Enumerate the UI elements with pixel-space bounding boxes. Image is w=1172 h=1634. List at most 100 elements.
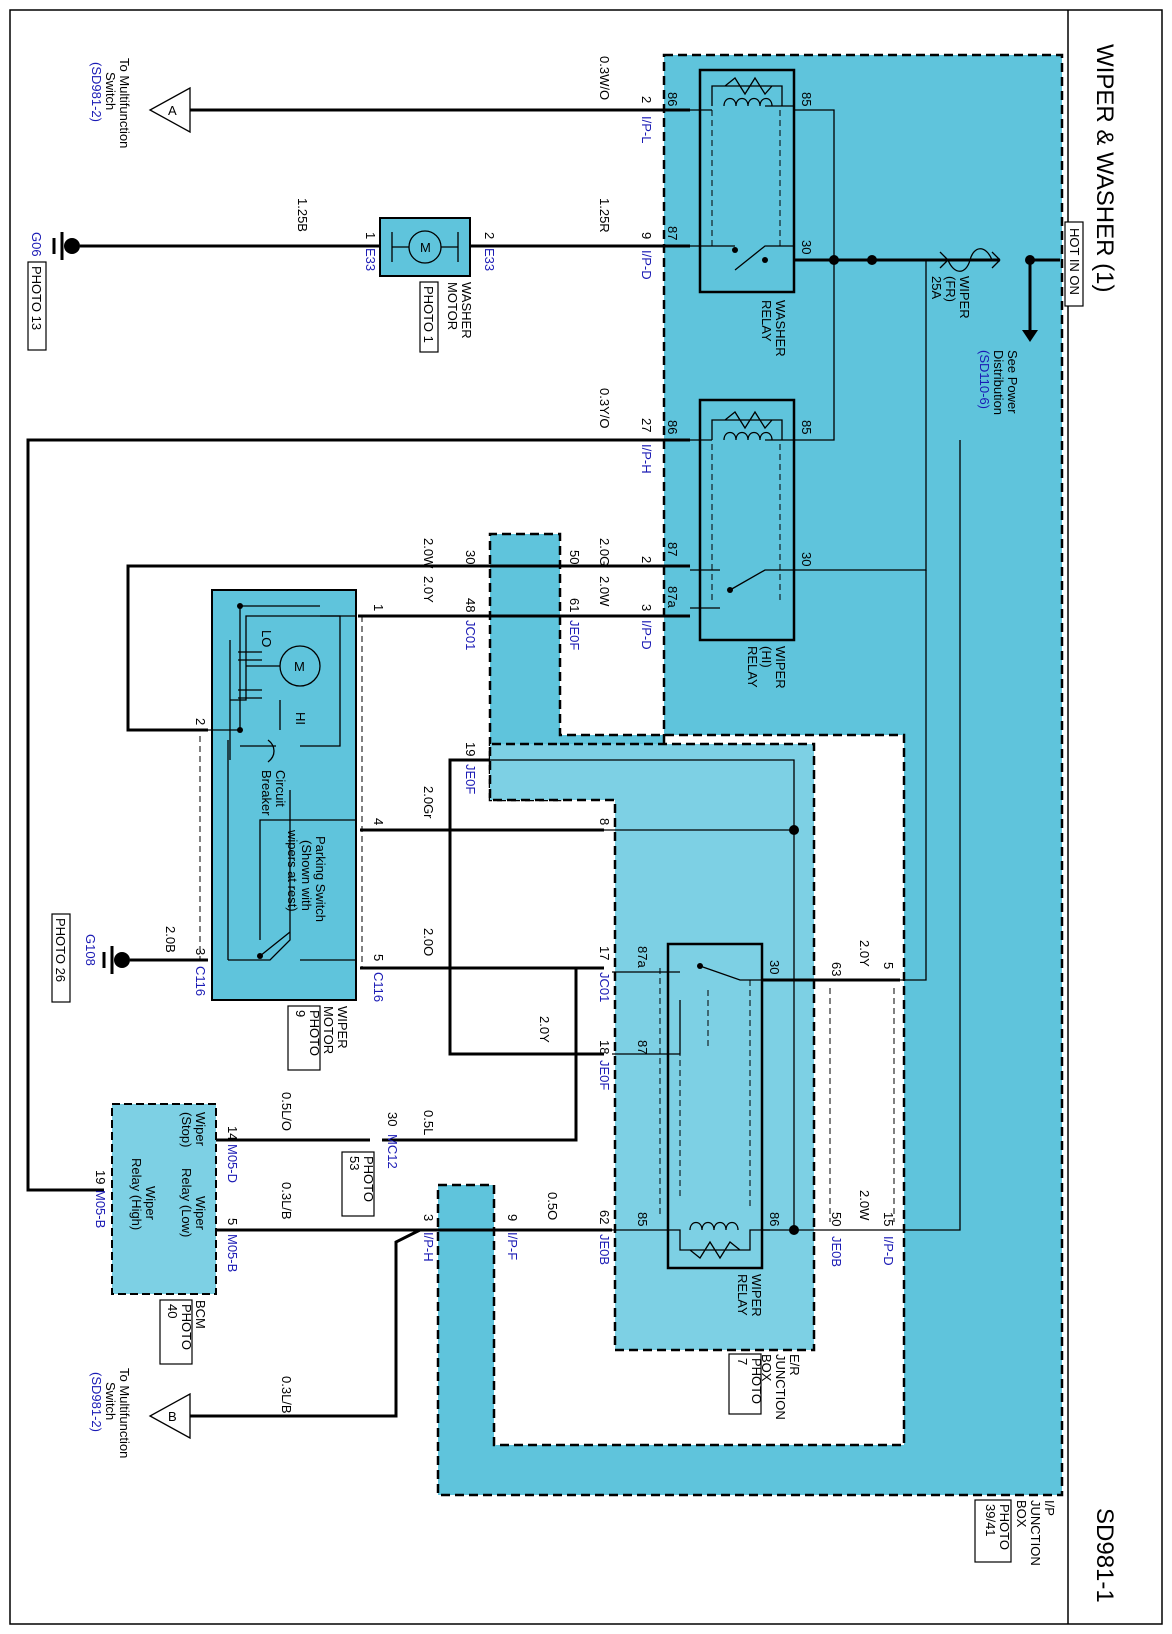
er-junction-box-photo-tag	[728, 1353, 762, 1415]
svg-text:40: 40	[165, 1304, 180, 1318]
svg-text:JUNCTION: JUNCTION	[773, 1354, 788, 1420]
pin-30: 30	[463, 550, 478, 564]
wiper-hi-relay-pin-87: 87	[665, 542, 680, 556]
junction-dot-8	[789, 825, 799, 835]
parking-switch-label: Parking Switch (Shown with wipers at res…	[285, 829, 328, 922]
pin-19: 19	[463, 742, 478, 756]
svg-text:(HI): (HI)	[759, 646, 774, 668]
pin-9-ipf: 9	[505, 1214, 520, 1221]
svg-text:I/P: I/P	[1042, 1500, 1057, 1516]
hot-in-on-label: HOT IN ON	[1067, 228, 1082, 295]
wiper-hi-relay-pin-86: 86	[665, 420, 680, 434]
page-title: WIPER & WASHER (1)	[1091, 44, 1118, 292]
ip-junction-box-label: I/P JUNCTION BOX	[1014, 1500, 1057, 1566]
er-junction-box-photo: PHOTO 7	[735, 1358, 764, 1404]
connector-ipd-hi: I/P-D	[639, 620, 654, 650]
pin-15: 15	[881, 1212, 896, 1226]
washer-relay-coil	[711, 76, 783, 107]
circuit-breaker-icon	[267, 739, 275, 763]
wiper-motor	[211, 589, 357, 1001]
svg-text:Breaker: Breaker	[259, 770, 274, 816]
wire-label-2.0w-b: 2.0W	[597, 576, 612, 607]
connector-mc12: MC12	[385, 1134, 400, 1169]
svg-text:MOTOR: MOTOR	[445, 282, 460, 330]
svg-text:WIPER: WIPER	[773, 646, 788, 689]
pin-5-ipd: 5	[881, 962, 896, 969]
wiper-relay-pin-87: 87	[635, 1040, 650, 1054]
wire-label-0.5l: 0.5L	[421, 1110, 436, 1135]
pin-2-iph: 2	[639, 556, 654, 563]
wiper-motor-brushes	[229, 615, 341, 760]
washer-relay-pin-85: 85	[799, 92, 814, 106]
pin-18: 18	[597, 1040, 612, 1054]
pin-8: 8	[597, 818, 612, 825]
washer-motor-label: WASHER MOTOR	[445, 282, 474, 339]
pin-2-motor: 2	[193, 718, 208, 725]
wire-label-2.0y-a: 2.0Y	[421, 576, 436, 603]
svg-text:RELAY: RELAY	[759, 300, 774, 342]
pin-3-c116: 3	[193, 948, 208, 955]
svg-text:WIPER: WIPER	[957, 276, 972, 319]
washer-relay-label: WASHER RELAY	[759, 300, 788, 357]
connector-m05b-low: M05-B	[225, 1234, 240, 1272]
washer-motor-m: M	[420, 240, 431, 255]
wiper-motor-internal	[208, 605, 356, 961]
pin-19-bcm: 19	[93, 1170, 108, 1184]
svg-text:PHOTO: PHOTO	[307, 1010, 322, 1056]
pin-5-motor: 5	[371, 954, 386, 961]
svg-text:See Power: See Power	[1005, 350, 1020, 414]
wire-label-2.0w-c: 2.0W	[857, 1190, 872, 1221]
ground-g06-icon	[64, 238, 80, 254]
connector-jc01-top: JC01	[463, 620, 478, 650]
wire-label-0.5o: 0.5O	[545, 1192, 560, 1220]
page-frame	[9, 9, 1163, 1625]
svg-text:PHOTO: PHOTO	[361, 1156, 376, 1202]
connector-e33-left: E33	[363, 248, 378, 271]
connector-je0f-mid: JE0F	[463, 764, 478, 794]
pin-2-e33: 2	[482, 232, 497, 239]
svg-text:(Shown with: (Shown with	[299, 840, 314, 911]
washer-motor-leads	[391, 232, 459, 262]
wiper-motor-m: M	[294, 659, 305, 674]
wiper-fuse-label: WIPER (FR) 25A	[929, 276, 972, 319]
washer-relay-85-wire	[795, 109, 835, 441]
pin-1-motor: 1	[371, 604, 386, 611]
wire-label-0.3lb-a: 0.3L/B	[279, 1182, 294, 1220]
wire-0.3lb-switch	[190, 1228, 421, 1418]
connector-a-letter: A	[168, 103, 177, 118]
bcm-high-label: Wiper Relay (High)	[129, 1158, 158, 1230]
svg-text:WASHER: WASHER	[773, 300, 788, 357]
washer-relay-pin-87: 87	[665, 226, 680, 240]
connector-c116-right: C116	[371, 972, 386, 1002]
svg-text:Distribution: Distribution	[991, 350, 1006, 415]
connector-ipf: I/P-F	[505, 1232, 520, 1260]
wiper-motor-hi: HI	[293, 712, 308, 725]
wire-2.0w-high	[126, 564, 690, 732]
wire-label-2.0y-c: 2.0Y	[857, 940, 872, 967]
svg-text:9: 9	[293, 1010, 308, 1017]
parking-switch-contact	[259, 931, 291, 957]
parking-switch-pivot	[257, 953, 263, 959]
washer-relay-inner-dash	[711, 110, 781, 250]
svg-text:Switch: Switch	[103, 1382, 118, 1420]
washer-relay-pin-30: 30	[799, 240, 814, 254]
svg-text:To Multifunction: To Multifunction	[117, 58, 132, 148]
power-distribution-ref: See Power Distribution (SD110-6)	[977, 350, 1020, 415]
connector-jc01-bottom: JC01	[597, 972, 612, 1002]
wiper-motor-lo: LO	[259, 630, 274, 647]
svg-text:(SD110-6): (SD110-6)	[977, 350, 992, 409]
er-junction-box	[488, 742, 816, 1352]
wiper-hi-relay-contact	[727, 587, 733, 593]
svg-text:25A: 25A	[929, 276, 944, 299]
hot-in-on-tag	[1064, 221, 1084, 307]
wiper-hi-relay	[698, 398, 796, 642]
washer-relay-contact	[732, 247, 738, 253]
ip-junction-box-photo-tag	[974, 1499, 1012, 1563]
svg-text:PHOTO: PHOTO	[997, 1504, 1012, 1550]
svg-text:E/R: E/R	[787, 1354, 802, 1376]
wire-2.0y-loop	[448, 758, 604, 1056]
wiper-relay-coil	[612, 1221, 770, 1260]
bcm-name: BCM	[193, 1300, 208, 1329]
ground-g108-photo: PHOTO 26	[53, 918, 68, 982]
